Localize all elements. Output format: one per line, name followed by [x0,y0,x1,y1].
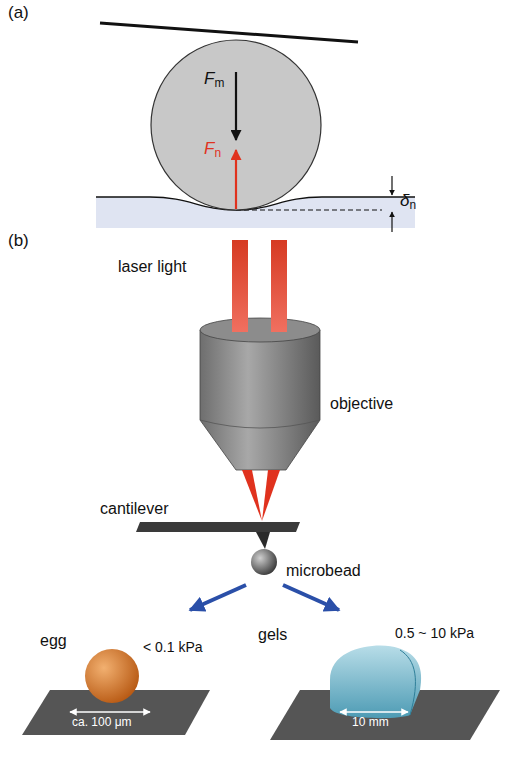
laser-beam [271,240,287,332]
stiffness-value: 0.5 ~ 10 kPa [395,626,474,641]
dimension-arrow [70,711,150,713]
force-label: Fn [204,140,221,160]
part-label: objective [330,395,393,413]
microbead [251,549,277,575]
panel-label: (a) [8,4,29,23]
dimension-arrow [340,711,408,713]
sample-label: egg [40,632,67,650]
objective-top [200,318,320,342]
cantilever-beam [100,23,358,42]
stiffness-value: < 0.1 kPa [143,640,203,655]
dimension-arrow [391,212,392,232]
sample-label: gels [258,626,287,644]
gel-edge [400,650,415,715]
objective-edge [200,420,320,428]
egg [85,649,139,703]
part-label: cantilever [100,500,168,518]
pointer-arrow [190,585,246,610]
dimension-label: δn [400,192,416,212]
panel-label: (b) [8,232,29,251]
dimension-label: ca. 100 μm [72,716,132,729]
reference-line [236,209,382,210]
force-arrow [235,150,237,209]
laser-beam [271,240,287,335]
sphere [151,40,321,210]
pointer-arrow [283,585,339,610]
objective-body [200,330,320,470]
part-label: microbead [286,562,361,580]
dimension-arrow [391,176,392,195]
cantilever-body [136,522,300,532]
gel [330,646,421,719]
laser-cone [242,470,262,521]
force-label: Fm [204,70,224,90]
laser-beam [232,240,248,332]
force-arrow [235,72,237,140]
dimension-label: 10 mm [352,716,389,729]
part-label: laser light [118,258,186,276]
cantilever-tip [256,532,270,549]
laser-beam [232,240,248,335]
laser-cone [262,470,280,521]
